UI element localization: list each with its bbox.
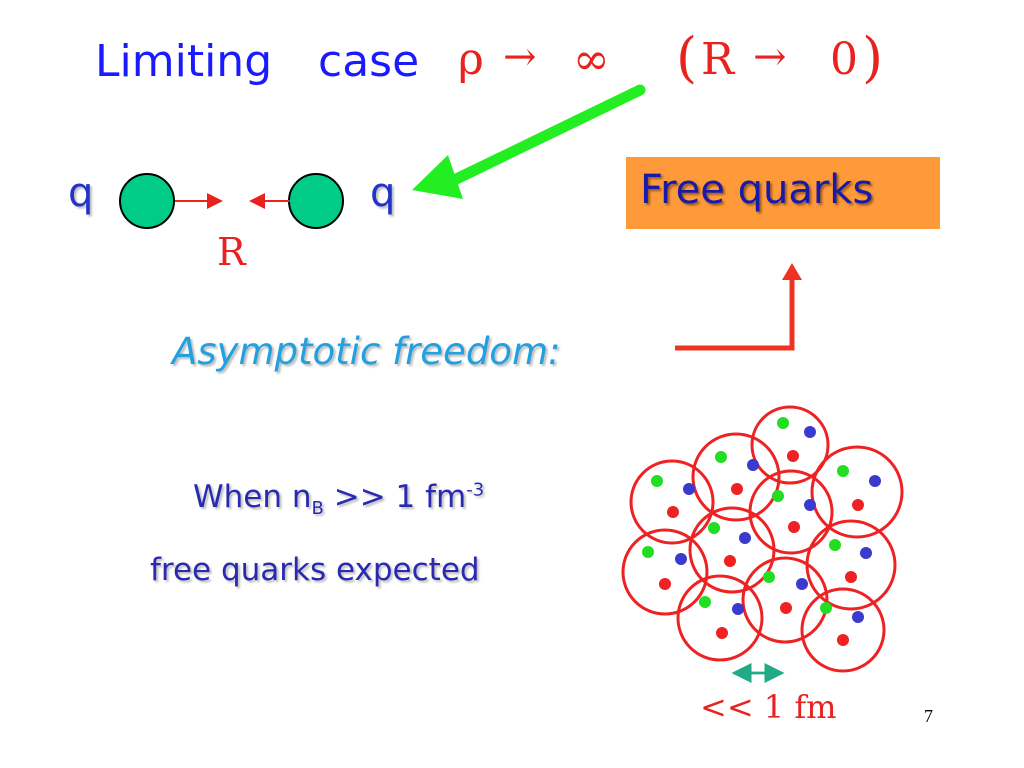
quark-dot-blue <box>796 578 808 590</box>
nucleon-cluster <box>621 405 904 673</box>
nucleon-ring <box>810 445 904 539</box>
quark-dot-red <box>787 450 799 462</box>
right-quark-label: q <box>370 170 396 216</box>
quark-dot-blue <box>683 483 695 495</box>
quark-dot-green <box>772 490 784 502</box>
asymptotic-freedom-label: Asymptotic freedom: <box>172 330 561 373</box>
quark-dot-red <box>731 483 743 495</box>
quark-dot-blue <box>860 547 872 559</box>
title-rho: ρ <box>458 34 484 85</box>
quark-dot-red <box>724 555 736 567</box>
quark-dot-blue <box>739 532 751 544</box>
title-arrow-1: → <box>503 34 537 80</box>
nucleon-ring <box>621 528 709 616</box>
quark-dot-blue <box>804 499 816 511</box>
quark-dot-blue <box>852 611 864 623</box>
green-arrow <box>412 84 646 199</box>
condition-middle: >> 1 fm <box>323 479 467 515</box>
free-quarks-label: Free quarks <box>640 167 874 213</box>
title-word-limiting: Limiting <box>95 36 273 87</box>
quark-dot-red <box>788 521 800 533</box>
condition-line-1: When nB >> 1 fm-3 <box>193 479 484 519</box>
quark-dot-red <box>852 499 864 511</box>
quark-dot-green <box>763 571 775 583</box>
quark-dot-red <box>780 602 792 614</box>
quark-dot-red <box>667 506 679 518</box>
left-quark-circle <box>119 173 175 229</box>
left-quark-label: q <box>68 170 94 216</box>
right-quark-circle <box>288 173 344 229</box>
quark-dot-blue <box>747 459 759 471</box>
quark-dot-green <box>699 596 711 608</box>
nucleon-ring <box>691 432 781 522</box>
quark-dot-green <box>837 465 849 477</box>
separation-label: R <box>217 230 246 274</box>
title-word-case: case <box>318 36 420 87</box>
nucleon-ring <box>688 506 776 594</box>
condition-line-2: free quarks expected <box>150 552 480 588</box>
free-quarks-box <box>626 157 940 229</box>
nucleon-ring <box>750 405 830 485</box>
quark-dot-green <box>777 417 789 429</box>
title-r: R <box>701 34 735 85</box>
quark-dot-green <box>642 546 654 558</box>
quark-dot-blue <box>804 426 816 438</box>
page-number: 7 <box>924 706 933 726</box>
quark-dot-red <box>837 634 849 646</box>
quark-dot-red <box>659 578 671 590</box>
nucleon-ring <box>676 574 764 662</box>
quark-dot-green <box>651 475 663 487</box>
quark-dot-blue <box>732 603 744 615</box>
quark-dot-green <box>715 451 727 463</box>
nucleon-ring <box>741 556 829 644</box>
condition-prefix: When n <box>193 479 312 515</box>
nucleon-ring <box>629 459 715 545</box>
quark-dot-green <box>820 602 832 614</box>
nucleon-ring <box>800 587 886 673</box>
quark-dot-blue <box>675 553 687 565</box>
title-arrow-2: → <box>753 34 787 80</box>
quark-dot-blue <box>869 475 881 487</box>
condition-subscript: B <box>311 498 324 520</box>
condition-superscript: -3 <box>466 479 485 501</box>
quark-dot-green <box>708 522 720 534</box>
title-zero: 0 <box>830 34 858 85</box>
quark-dot-red <box>845 571 857 583</box>
orange-arrow <box>675 263 802 351</box>
scale-label: << 1 fm <box>700 688 837 726</box>
title-paren-open: ( <box>676 26 698 89</box>
quark-dot-green <box>829 539 841 551</box>
title-infinity: ∞ <box>573 34 610 85</box>
quark-dot-red <box>716 627 728 639</box>
title-paren-close: ) <box>862 26 884 89</box>
